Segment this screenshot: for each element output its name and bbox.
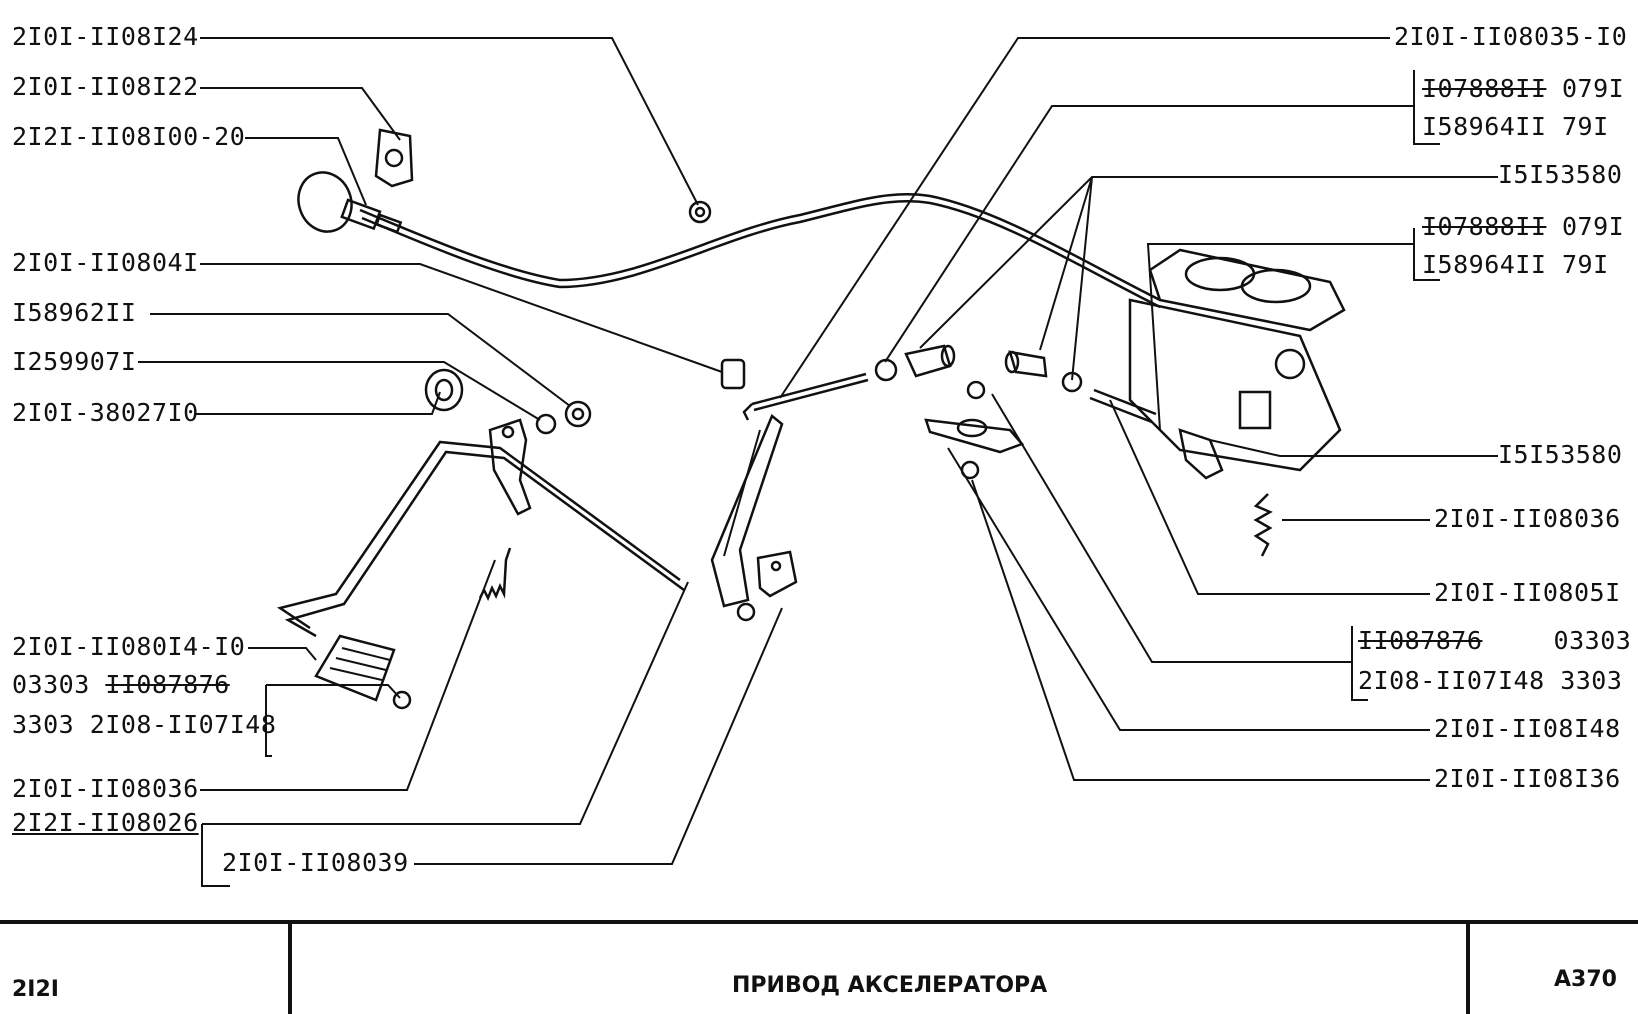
bellcrank xyxy=(924,418,1025,454)
group-left-row2: 3303 2I08-II07I48 xyxy=(12,710,277,739)
clip-small xyxy=(720,358,746,390)
group-right-2-suffix: 79I xyxy=(1561,250,1609,279)
group-left-row1: 03303 II087876 xyxy=(12,670,230,700)
label-part-2101-1108122: 2I0I-II08I22 xyxy=(12,72,199,101)
bushing-left xyxy=(424,368,464,412)
link-rod xyxy=(1089,388,1157,424)
group-right-1-code2: I58964II xyxy=(1422,112,1547,141)
pedal-shaft xyxy=(276,440,685,638)
label-part-2101-1108136: 2I0I-II08I36 xyxy=(1434,764,1621,793)
washer-d xyxy=(966,380,986,400)
group-right-2-code: 079I xyxy=(1561,212,1625,241)
group-left-prefix: 03303 xyxy=(12,670,90,699)
pedal-pad xyxy=(314,634,396,702)
leader-lines-right xyxy=(779,37,1498,781)
shaft-bracket xyxy=(488,418,532,516)
title-block-code: A370 xyxy=(1554,967,1617,992)
grommet-inner xyxy=(694,206,706,218)
group-right-2-row2: I58964II 79I xyxy=(1422,250,1609,280)
label-part-15153580-bottom: I5I53580 xyxy=(1498,440,1623,469)
group-right-3-struck: II087876 xyxy=(1358,626,1483,655)
label-part-2101-1108036-left: 2I0I-II08036 xyxy=(12,774,199,803)
washer-b xyxy=(874,358,898,382)
label-part-2101-1108041: 2I0I-II0804I xyxy=(12,248,199,277)
carburetor xyxy=(1128,248,1346,480)
pedal-lever xyxy=(710,413,784,608)
label-part-2101-1108039: 2I0I-II08039 xyxy=(222,848,409,877)
group-right-3-code: 03303 xyxy=(1553,626,1632,655)
group-right-2-struck: I07888II xyxy=(1422,212,1547,241)
return-spring-left xyxy=(478,547,512,602)
push-rod xyxy=(742,372,869,421)
title-block-model: 2I2I xyxy=(12,977,59,1002)
label-part-2101-3802710: 2I0I-38027I0 xyxy=(12,398,199,427)
label-part-15896211: I58962II xyxy=(12,298,137,327)
group-right-1-row2: I58964II 79I xyxy=(1422,112,1609,142)
label-part-15153580-top: I5I53580 xyxy=(1498,160,1623,189)
leader-lines-left xyxy=(138,37,783,887)
pedal-nut xyxy=(392,690,412,710)
nut-a xyxy=(564,400,592,428)
group-left-struck-code: II087876 xyxy=(105,670,230,699)
cable-knob xyxy=(297,171,403,234)
return-spring-right xyxy=(1253,493,1273,557)
grommet-small xyxy=(688,200,712,224)
group-right-3-suffix: 3303 xyxy=(1560,666,1623,695)
label-part-2101-1108035-10: 2I0I-II08035-I0 xyxy=(1394,22,1628,51)
label-part-2101-1108014-10: 2I0I-II080I4-I0 xyxy=(12,632,246,661)
group-right-1-suffix: 79I xyxy=(1561,112,1609,141)
group-right-2-row1: I07888II 079I xyxy=(1422,212,1624,242)
group-right-1-struck: I07888II xyxy=(1422,74,1547,103)
ball-joint-left xyxy=(904,344,956,378)
ball-joint-right xyxy=(1004,350,1048,378)
washer-c xyxy=(1061,371,1083,393)
label-part-2121-1108026: 2I2I-II08026 xyxy=(12,808,199,837)
washer-a xyxy=(535,413,557,435)
nut-a-hole xyxy=(571,407,585,421)
label-part-2101-1108051: 2I0I-II0805I xyxy=(1434,578,1621,607)
throttle-cable xyxy=(359,193,1161,309)
label-part-2101-1108124: 2I0I-II08I24 xyxy=(12,22,199,51)
group-right-3-row1: II087876 03303 xyxy=(1358,626,1631,656)
label-part-2101-1108148: 2I0I-II08I48 xyxy=(1434,714,1621,743)
group-right-2-code2: I58964II xyxy=(1422,250,1547,279)
clip-bracket xyxy=(374,128,414,188)
label-part-12599071: I259907I xyxy=(12,347,137,376)
title-block-frame xyxy=(0,920,1638,1014)
lever-bolt xyxy=(736,602,756,622)
washer-e xyxy=(960,460,980,480)
group-right-3-row2: 2I08-II07I48 3303 xyxy=(1358,666,1622,696)
title-block-title: ПРИВОД АКСЕЛЕРАТОРА xyxy=(732,973,1048,998)
lever-bracket xyxy=(756,550,798,598)
label-part-2121-1108100-20: 2I2I-II08I00-20 xyxy=(12,122,246,151)
label-part-2101-1108036-right: 2I0I-II08036 xyxy=(1434,504,1621,533)
group-right-1-code: 079I xyxy=(1561,74,1625,103)
group-right-1-row1: I07888II 079I xyxy=(1422,74,1624,104)
group-right-3-code2: 2I08-II07I48 xyxy=(1358,666,1545,695)
